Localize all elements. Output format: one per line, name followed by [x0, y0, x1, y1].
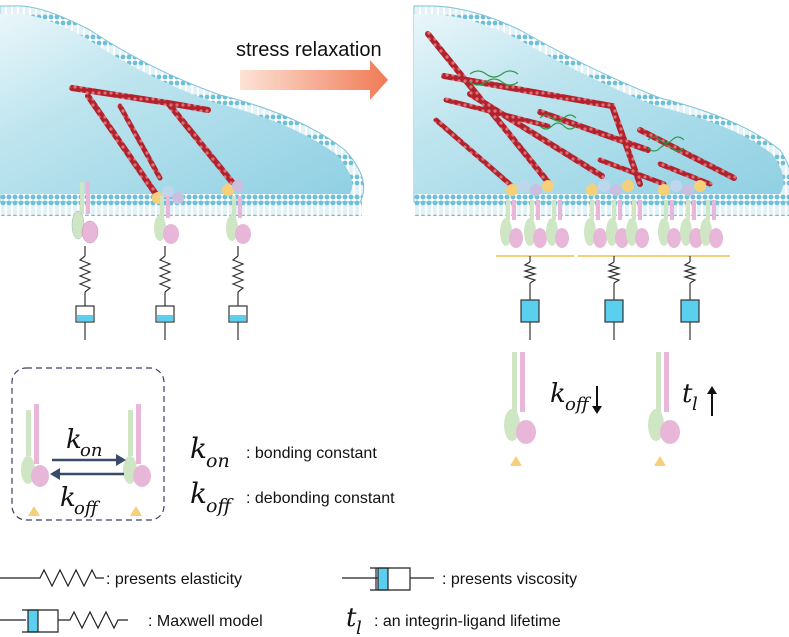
koff-decrease-annotation: k off [550, 379, 602, 415]
svg-text:: presents elasticity: : presents elasticity [106, 571, 242, 588]
svg-text:off: off [74, 498, 101, 519]
koff-definition: k off : debonding constant [190, 477, 395, 517]
left-maxwell-elements [75, 246, 248, 340]
svg-text:k: k [60, 483, 76, 513]
right-integrin-cluster-1 [496, 180, 574, 257]
left-integrin-1 [71, 182, 99, 244]
svg-text:k: k [550, 379, 566, 409]
svg-text:t: t [682, 379, 693, 409]
stress-relaxation-label: stress relaxation [236, 39, 382, 61]
svg-text:k: k [190, 477, 207, 510]
maxwell-model-icon [0, 609, 128, 633]
right-crosslinkers [469, 70, 685, 152]
svg-text:: Maxwell model: : Maxwell model [148, 613, 263, 630]
legend-spring: : presents elasticity [0, 568, 242, 588]
tl-increase-annotation: t l [682, 379, 717, 416]
stress-relaxation-arrow: stress relaxation [236, 39, 388, 100]
legend-lifetime: t l : an integrin-ligand lifetime [346, 603, 561, 637]
right-integrin-cluster-3 [652, 180, 730, 257]
svg-text:k: k [66, 425, 82, 455]
svg-text:off: off [565, 394, 592, 415]
svg-text:k: k [190, 432, 207, 465]
ligand-triangle [510, 456, 522, 466]
svg-text:l: l [692, 394, 698, 415]
legend-maxwell: : Maxwell model [0, 609, 263, 633]
right-stress-fibers [425, 31, 737, 189]
svg-text:l: l [356, 618, 362, 637]
kon-definition: k on : bonding constant [190, 432, 377, 472]
right-integrin-cluster-2 [578, 180, 654, 257]
left-stress-fibers [69, 85, 235, 203]
legend-dashpot: : presents viscosity [342, 567, 577, 591]
kinetics-box: k on k off [11, 367, 165, 521]
left-integrin-3 [222, 180, 251, 244]
left-basal-membrane [0, 196, 362, 216]
right-integrin-bound [504, 352, 536, 466]
svg-text:off: off [206, 495, 234, 517]
left-integrin-2 [152, 186, 184, 244]
svg-text:: an integrin-ligand lifetime: : an integrin-ligand lifetime [374, 613, 561, 630]
dashpot-icon [342, 567, 434, 591]
right-integrin-bound-2 [648, 352, 680, 466]
spring-icon [0, 568, 104, 588]
svg-text:t: t [346, 603, 357, 633]
svg-text:: presents viscosity: : presents viscosity [442, 571, 577, 588]
svg-text:on: on [206, 450, 230, 472]
right-maxwell-elements [520, 256, 700, 340]
svg-text:: bonding constant: : bonding constant [246, 445, 377, 462]
left-cell [0, 5, 365, 216]
svg-text:: debonding constant: : debonding constant [246, 490, 395, 507]
svg-text:on: on [80, 440, 102, 461]
